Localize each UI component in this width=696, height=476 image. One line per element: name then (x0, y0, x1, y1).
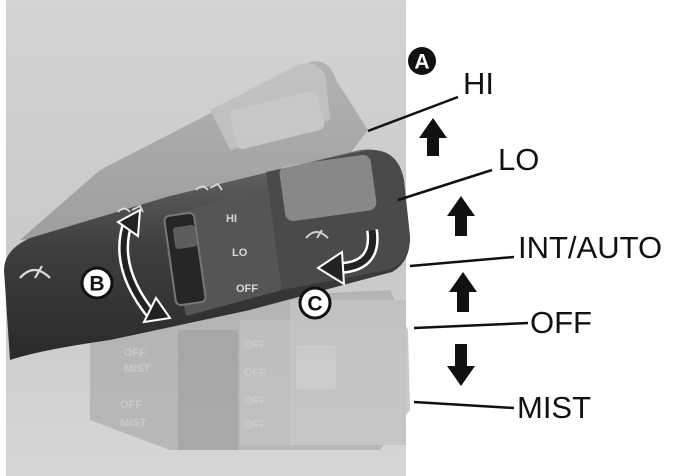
ghost-label-off-4: OFF (244, 395, 266, 407)
position-label-int-auto: INT/AUTO (518, 230, 662, 265)
position-label-hi: HI (463, 66, 494, 101)
position-label-off: OFF (530, 305, 592, 340)
ghost-label-mist-1: MIST (124, 363, 151, 375)
svg-text:C: C (307, 293, 322, 316)
position-label-lo: LO (498, 142, 539, 177)
callout-lines (367, 95, 529, 410)
ghost-label-off-6: OFF (120, 399, 142, 411)
switch-label-hi: HI (226, 213, 237, 225)
rotate-arrow-icon (316, 229, 379, 286)
rotate-knob-arrow (116, 208, 172, 324)
lever-ghost-lower: OFF MIST OFF OFF OFF OFF OFF MIST (90, 290, 410, 450)
switch-label-lo: LO (232, 247, 248, 259)
marker-c: C (298, 286, 332, 320)
ghost-label-off-1: OFF (124, 347, 146, 359)
arrow-up-icon (419, 118, 447, 156)
arrow-up-icon (447, 196, 475, 236)
washer-icon (117, 182, 223, 213)
ghost-label-off-5: OFF (244, 419, 266, 431)
ghost-label-mist-2: MIST (120, 417, 147, 429)
arrow-down-icon (447, 344, 475, 386)
position-label-mist: MIST (517, 390, 591, 425)
ghost-label-off-3: OFF (244, 367, 266, 379)
switch-label-off: OFF (236, 283, 258, 295)
svg-text:B: B (89, 273, 104, 296)
svg-text:A: A (414, 51, 429, 74)
arrow-up-icon (449, 272, 477, 312)
lever-ghost-hi (20, 61, 368, 241)
marker-b: B (80, 266, 114, 300)
ghost-label-off-2: OFF (244, 339, 266, 351)
marker-a: A (408, 47, 436, 75)
wiper-icon (19, 265, 51, 279)
wiper-icon (305, 229, 329, 239)
